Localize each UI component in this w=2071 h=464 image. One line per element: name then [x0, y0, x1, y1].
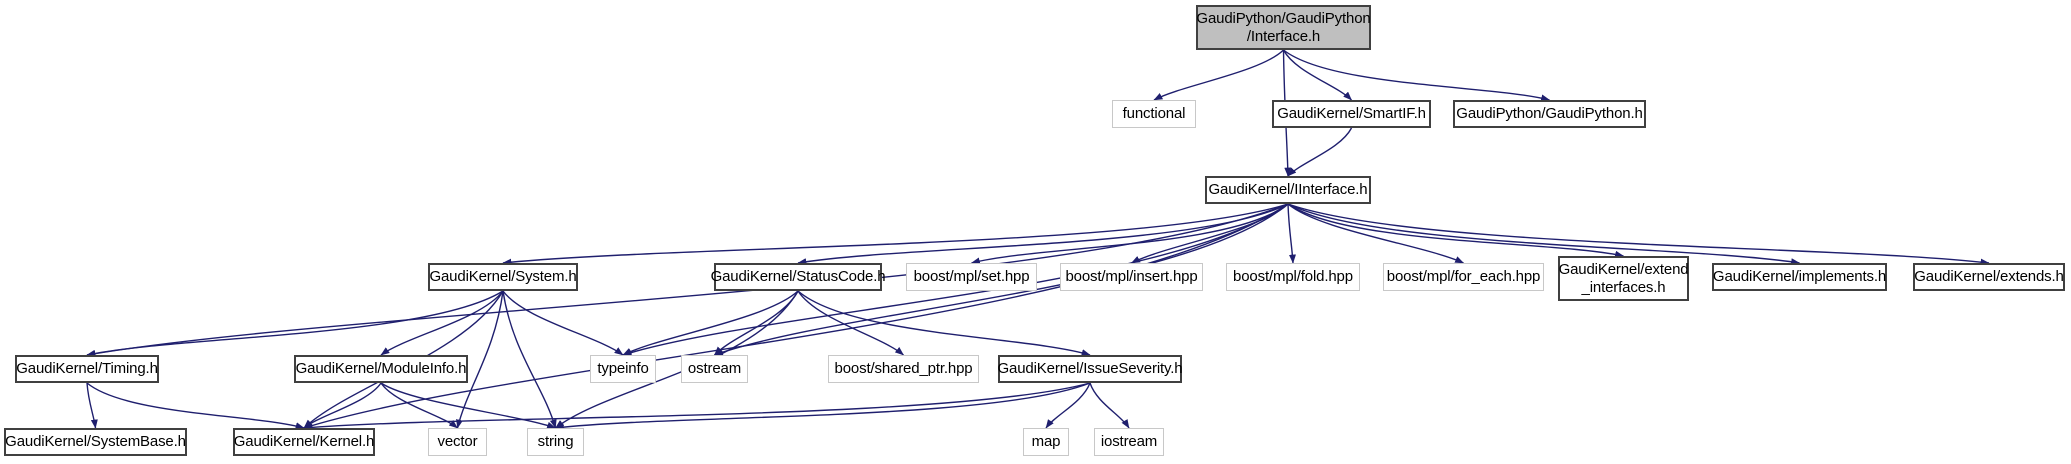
node-vector[interactable]: vector — [428, 428, 487, 456]
edge-issueseverity-to-kernel — [303, 382, 1091, 431]
edge-iinterface-to-timing — [86, 203, 1289, 358]
edge-issueseverity-to-map — [1045, 382, 1091, 429]
node-mpl_set[interactable]: boost/mpl/set.hpp — [906, 263, 1037, 291]
node-system[interactable]: GaudiKernel/System.h — [428, 263, 578, 291]
node-gaudipython[interactable]: GaudiPython/GaudiPython.h — [1453, 100, 1646, 128]
edge-smartif-to-iinterface — [1287, 127, 1353, 177]
node-typeinfo[interactable]: typeinfo — [590, 355, 656, 383]
edge-system-to-vector — [456, 290, 504, 429]
edge-iinterface-to-typeinfo — [622, 203, 1289, 356]
edge-system-to-moduleinfo — [380, 290, 504, 356]
node-iostream[interactable]: iostream — [1094, 428, 1164, 456]
edge-moduleinfo-to-vector — [380, 382, 458, 429]
node-extends[interactable]: GaudiKernel/extends.h — [1913, 263, 2065, 291]
edge-statuscode-to-typeinfo — [622, 290, 799, 356]
edge-timing-to-systembase — [86, 382, 98, 429]
edge-issueseverity-to-iostream — [1089, 382, 1130, 429]
node-string[interactable]: string — [527, 428, 584, 456]
edge-iinterface-to-implements — [1287, 203, 1801, 266]
edge-moduleinfo-to-string — [380, 382, 557, 429]
edge-iinterface-to-ostream — [713, 203, 1289, 356]
edge-group — [86, 49, 1990, 431]
node-map[interactable]: map — [1023, 428, 1069, 456]
node-extend_interfaces[interactable]: GaudiKernel/extend _interfaces.h — [1558, 256, 1689, 301]
edge-statuscode-to-issueseverity — [797, 290, 1091, 356]
node-iinterface[interactable]: GaudiKernel/IInterface.h — [1205, 176, 1371, 204]
edge-interface-to-smartif — [1282, 49, 1352, 101]
node-functional[interactable]: functional — [1112, 100, 1196, 128]
node-shared_ptr[interactable]: boost/shared_ptr.hpp — [828, 355, 979, 383]
node-issueseverity[interactable]: GaudiKernel/IssueSeverity.h — [998, 355, 1183, 383]
node-interface[interactable]: GaudiPython/GaudiPython /Interface.h — [1196, 5, 1371, 50]
edge-iinterface-to-extends — [1287, 203, 1990, 266]
edge-system-to-string — [502, 290, 557, 429]
edge-iinterface-to-kernel — [303, 203, 1289, 429]
node-systembase[interactable]: GaudiKernel/SystemBase.h — [4, 428, 187, 456]
edge-iinterface-to-system — [502, 203, 1289, 266]
node-smartif[interactable]: GaudiKernel/SmartIF.h — [1272, 100, 1431, 128]
node-kernel[interactable]: GaudiKernel/Kernel.h — [233, 428, 375, 456]
edge-system-to-timing — [86, 290, 504, 357]
edge-statuscode-to-shared_ptr — [797, 290, 904, 356]
edge-interface-to-functional — [1153, 49, 1284, 101]
edge-iinterface-to-statuscode — [797, 203, 1289, 266]
edge-moduleinfo-to-kernel — [303, 382, 382, 429]
node-timing[interactable]: GaudiKernel/Timing.h — [15, 355, 159, 383]
edge-interface-to-gaudipython — [1283, 49, 1551, 102]
edge-iinterface-to-mpl_for_each — [1287, 203, 1465, 264]
edge-issueseverity-to-string — [554, 382, 1091, 431]
edge-iinterface-to-extend_interfaces — [1287, 203, 1625, 258]
node-ostream[interactable]: ostream — [681, 355, 748, 383]
node-mpl_for_each[interactable]: boost/mpl/for_each.hpp — [1383, 263, 1544, 291]
edge-system-to-typeinfo — [502, 290, 624, 356]
edge-timing-to-kernel — [86, 382, 305, 430]
edge-iinterface-to-mpl_set — [970, 203, 1289, 265]
node-mpl_insert[interactable]: boost/mpl/insert.hpp — [1060, 263, 1203, 291]
node-moduleinfo[interactable]: GaudiKernel/ModuleInfo.h — [294, 355, 468, 383]
edge-iinterface-to-mpl_fold — [1287, 203, 1296, 264]
node-implements[interactable]: GaudiKernel/implements.h — [1712, 263, 1887, 291]
node-statuscode[interactable]: GaudiKernel/StatusCode.h — [711, 263, 886, 291]
node-mpl_fold[interactable]: boost/mpl/fold.hpp — [1226, 263, 1360, 291]
edge-statuscode-to-string — [555, 290, 799, 429]
